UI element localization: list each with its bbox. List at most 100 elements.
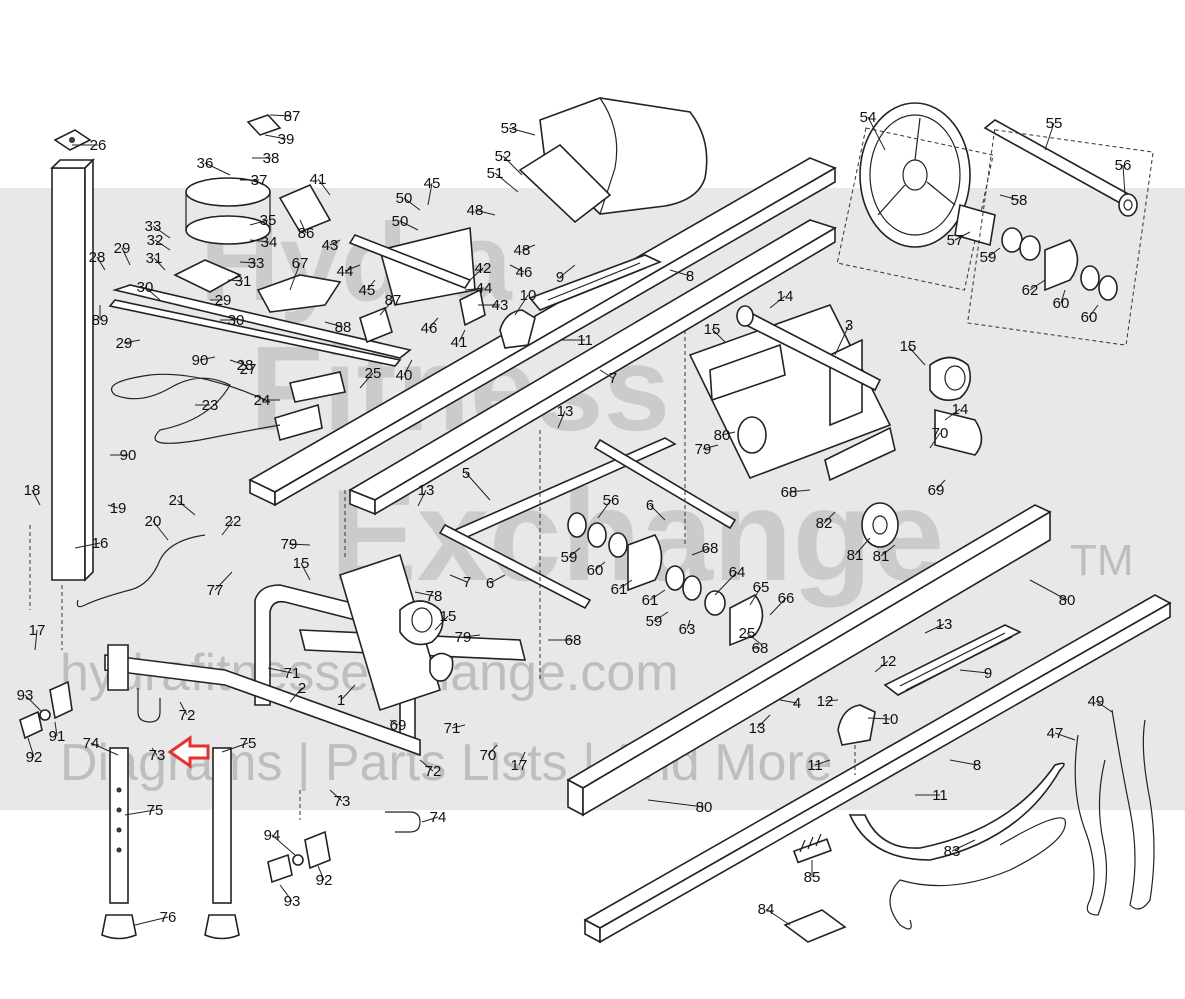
part-number-label: 13 bbox=[557, 403, 574, 420]
callout-leader bbox=[1060, 289, 1066, 304]
part-number-label: 89 bbox=[92, 312, 109, 329]
callout-leader bbox=[214, 571, 233, 591]
part-number-label: 38 bbox=[263, 150, 280, 167]
callout-leader bbox=[299, 219, 307, 234]
part-number-label: 74 bbox=[83, 735, 100, 752]
footplate-lower bbox=[883, 624, 1022, 696]
callout-leader bbox=[944, 408, 961, 421]
part-number-label: 46 bbox=[421, 320, 438, 337]
callout-leader bbox=[1029, 279, 1046, 291]
leg-left bbox=[101, 747, 137, 940]
callout-leader bbox=[249, 239, 270, 243]
callout-leader bbox=[502, 155, 523, 176]
part-number-label: 18 bbox=[24, 482, 41, 499]
callout-leader bbox=[867, 116, 886, 151]
part-number-label: 13 bbox=[418, 482, 435, 499]
part-number-label: 22 bbox=[225, 513, 242, 530]
callout-leader bbox=[414, 591, 435, 597]
part-number-label: 75 bbox=[240, 735, 257, 752]
callout-leader bbox=[379, 299, 394, 316]
callout-leader bbox=[649, 504, 666, 521]
callout-leader bbox=[521, 244, 536, 251]
callout-leader bbox=[451, 724, 466, 729]
callout-leader bbox=[152, 520, 169, 541]
drive-strap-tail bbox=[889, 817, 1066, 930]
callout-leader bbox=[559, 264, 576, 278]
callout-leader bbox=[779, 699, 798, 704]
crossbar-6b bbox=[593, 438, 737, 530]
callout-leader bbox=[151, 747, 158, 756]
part-number-label: 69 bbox=[390, 717, 407, 734]
callout-leader bbox=[594, 561, 606, 571]
part-number-label: 53 bbox=[501, 120, 518, 137]
callout-leader bbox=[124, 809, 156, 816]
part-number-label: 73 bbox=[334, 793, 351, 810]
part-number-label: 10 bbox=[882, 711, 899, 728]
callout-leader bbox=[854, 537, 871, 556]
callout-leader bbox=[399, 220, 419, 231]
leveler-left bbox=[19, 680, 73, 740]
part-number-label: 30 bbox=[137, 279, 154, 296]
part-number-label: 74 bbox=[430, 809, 447, 826]
callout-leader bbox=[324, 321, 344, 328]
upright-post bbox=[50, 129, 95, 582]
part-number-label: 93 bbox=[284, 893, 301, 910]
part-number-label: 66 bbox=[778, 590, 795, 607]
callout-leader bbox=[514, 294, 529, 316]
part-number-label: 35 bbox=[260, 212, 277, 229]
part-number-label: 33 bbox=[248, 255, 265, 272]
part-number-label: 44 bbox=[476, 280, 493, 297]
callout-leader bbox=[618, 579, 633, 590]
part-number-label: 13 bbox=[749, 720, 766, 737]
callout-leader bbox=[1088, 304, 1099, 318]
part-number-label: 9 bbox=[984, 665, 992, 682]
part-number-label: 6 bbox=[646, 497, 654, 514]
callout-leader bbox=[599, 369, 614, 379]
part-number-label: 28 bbox=[237, 357, 254, 374]
part-number-label: 29 bbox=[215, 292, 232, 309]
part-number-label: 93 bbox=[17, 687, 34, 704]
part-number-label: 86 bbox=[298, 225, 315, 242]
callout-leader bbox=[96, 256, 106, 271]
callout-leader bbox=[279, 884, 293, 902]
callout-leader bbox=[289, 687, 303, 703]
highlight-arrow-icon bbox=[167, 735, 210, 769]
part-number-label: 55 bbox=[1046, 115, 1063, 132]
part-number-label: 68 bbox=[781, 484, 798, 501]
part-number-label: 9 bbox=[556, 269, 564, 286]
callout-leader bbox=[403, 197, 421, 211]
callout-leader bbox=[427, 182, 433, 206]
part-number-label: 25 bbox=[739, 625, 756, 642]
callout-leader bbox=[597, 499, 612, 519]
part-number-label: 34 bbox=[261, 234, 278, 251]
callout-leader bbox=[123, 339, 141, 344]
part-number-label: 15 bbox=[900, 338, 917, 355]
warning-label-85 bbox=[783, 909, 847, 943]
part-number-label: 39 bbox=[278, 131, 295, 148]
part-number-label: 45 bbox=[359, 282, 376, 299]
part-number-label: 58 bbox=[1011, 192, 1028, 209]
callout-leader bbox=[954, 231, 971, 241]
callout-leader bbox=[756, 714, 771, 729]
part-number-label: 59 bbox=[980, 249, 997, 266]
part-number-label: 45 bbox=[424, 175, 441, 192]
callout-leader bbox=[924, 623, 945, 634]
callout-leader bbox=[264, 134, 287, 140]
callout-leader bbox=[458, 329, 466, 343]
callout-leader bbox=[702, 444, 719, 450]
callout-leader bbox=[179, 701, 188, 716]
callout-leader bbox=[464, 287, 485, 291]
part-number-label: 7 bbox=[463, 574, 471, 591]
part-number-label: 59 bbox=[561, 549, 578, 566]
part-number-label: 51 bbox=[487, 165, 504, 182]
footplate-upper bbox=[528, 254, 663, 311]
callout-leader bbox=[288, 543, 311, 546]
callout-leader bbox=[987, 247, 1001, 258]
part-number-label: 32 bbox=[147, 232, 164, 249]
part-number-label: 41 bbox=[310, 171, 327, 188]
callout-leader bbox=[959, 669, 989, 674]
part-number-label: 40 bbox=[396, 367, 413, 384]
part-number-label: 10 bbox=[520, 287, 537, 304]
part-number-label: 68 bbox=[752, 640, 769, 657]
